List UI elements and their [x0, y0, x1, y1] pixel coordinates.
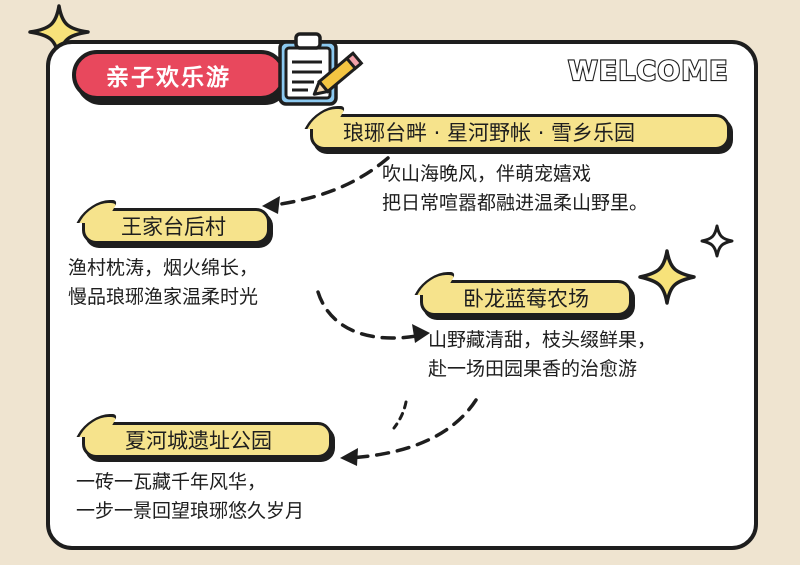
stop-desc-1: 吹山海晚风，伴萌宠嬉戏 把日常喧嚣都融进温柔山野里。	[382, 163, 649, 214]
stop-label-2: 王家台后村	[82, 208, 270, 244]
stop-label-3: 卧龙蓝莓农场	[420, 280, 632, 316]
welcome-text: WELCOME	[567, 55, 729, 88]
stop-label-1: 琅琊台畔 · 星河野帐 · 雪乡乐园	[310, 114, 730, 150]
stop-desc-3: 山野藏清甜，枝头缀鲜果， 赴一场田园果香的治愈游	[428, 329, 657, 380]
sparkle-icon	[700, 224, 734, 258]
dashed-arrow-icon	[346, 398, 478, 460]
page-title: 亲子欢乐游	[72, 50, 286, 100]
clipboard-pencil-icon	[278, 32, 364, 106]
stop-desc-2: 渔村枕涛，烟火绵长， 慢品琅琊渔家温柔时光	[68, 257, 259, 308]
stop-desc-4: 一砖一瓦藏千年风华， 一步一景回望琅琊悠久岁月	[76, 471, 305, 522]
dashed-arrow-icon	[266, 156, 390, 208]
stop-label-4: 夏河城遗址公园	[82, 422, 332, 458]
dashed-arrow-icon	[316, 290, 424, 340]
sparkle-icon	[638, 249, 696, 305]
